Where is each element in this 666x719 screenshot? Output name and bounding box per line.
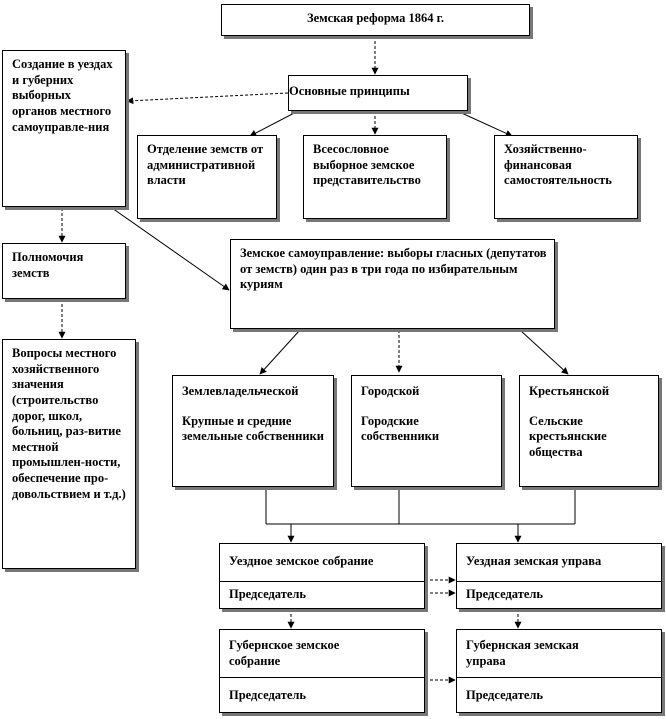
curia-peasant-name: Крестьянской: [529, 384, 610, 398]
principle-autonomy-text: Хозяйственно-финансовая самостоятельност…: [504, 142, 612, 188]
issues-box: Вопросы местного хозяйственного значения…: [2, 339, 136, 569]
curia-landowner-name: Землевладельческой: [182, 384, 299, 398]
principle-representation-text: Всесословное выборное земское представит…: [313, 142, 421, 188]
principle-separation: Отделение земств от административной вла…: [137, 135, 277, 219]
province-assembly-divider: [220, 677, 424, 678]
title-text: Земская реформа 1864 г.: [307, 11, 444, 25]
province-assembly-box: Губернское земское собрание Председатель: [219, 629, 425, 713]
creation-box: Создание в уездах и губерних выборных ор…: [2, 50, 126, 207]
principle-separation-text: Отделение земств от административной вла…: [147, 142, 264, 188]
principle-autonomy: Хозяйственно-финансовая самостоятельност…: [494, 135, 638, 219]
district-assembly-divider: [220, 581, 424, 582]
curia-landowner: Землевладельческой Крупные и средние зем…: [172, 375, 334, 487]
province-board-divider: [457, 677, 661, 678]
arrow-principles-autonomy: [454, 109, 513, 137]
principles-box: Основные принципы: [288, 75, 468, 111]
district-assembly-chairman: Председатель: [229, 587, 307, 601]
arrow-principles-separation: [249, 109, 301, 137]
district-assembly-box: Уездное земское собрание Председатель: [219, 543, 425, 609]
district-board-divider: [457, 581, 661, 582]
province-board-chairman: Председатель: [466, 688, 544, 702]
arrow-creation-selfgov: [111, 207, 230, 291]
district-assembly-title: Уездное земское собрание: [229, 554, 374, 568]
province-board-box: Губернская земская управа Председатель: [456, 629, 662, 713]
arrow-principles-creation: [126, 92, 289, 105]
curia-peasant-members: Сельские крестьянские общества: [529, 413, 607, 459]
district-board-box: Уездная земская управа Председатель: [456, 543, 662, 609]
province-board-title: Губернская земская управа: [466, 638, 579, 668]
self-government-box: Земское самоуправление: выборы гласных (…: [230, 239, 555, 329]
province-assembly-chairman: Председатель: [229, 688, 307, 702]
arrow-selfgov-peasant: [519, 329, 569, 375]
title-box: Земская реформа 1864 г.: [221, 4, 530, 36]
curia-city-name: Городской: [361, 384, 420, 398]
principles-title: Основные принципы: [289, 84, 410, 98]
district-board-title: Уездная земская управа: [466, 554, 602, 568]
creation-text: Создание в уездах и губерних выборных ор…: [12, 57, 113, 134]
arrow-selfgov-landowner: [259, 329, 301, 375]
curia-city-members: Городские собственники: [361, 413, 440, 444]
powers-box: Полномочия земств: [2, 243, 126, 299]
powers-text: Полномочия земств: [12, 250, 84, 280]
issues-text: Вопросы местного хозяйственного значения…: [12, 346, 126, 501]
self-government-text: Земское самоуправление: выборы гласных (…: [240, 246, 547, 292]
curia-peasant: Крестьянской Сельские крестьянские общес…: [519, 375, 659, 487]
district-board-chairman: Председатель: [466, 587, 544, 601]
province-assembly-title: Губернское земское собрание: [229, 638, 340, 668]
curia-city: Городской Городские собственники: [351, 375, 502, 487]
curia-landowner-members: Крупные и средние земельные собственники: [182, 413, 324, 444]
principle-representation: Всесословное выборное земское представит…: [303, 135, 447, 219]
